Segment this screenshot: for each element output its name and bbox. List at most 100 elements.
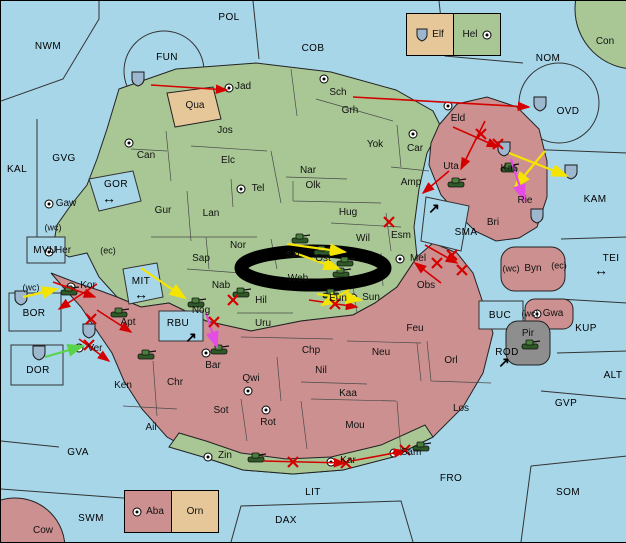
province-pir[interactable]: Pir: [521, 328, 535, 339]
province-zin[interactable]: Zin: [218, 450, 232, 461]
province-kar[interactable]: Kar: [340, 455, 356, 466]
province-neu[interactable]: Neu: [371, 347, 391, 358]
province-eun[interactable]: Eun: [329, 293, 347, 304]
province-nog[interactable]: Nog: [191, 305, 211, 316]
sea-zone-kup[interactable]: KUP: [575, 323, 597, 334]
army-tank-icon[interactable]: [110, 307, 130, 318]
province-grh[interactable]: Grh: [341, 105, 359, 116]
sea-zone-dor[interactable]: DOR: [26, 365, 50, 376]
province-rie[interactable]: Rie: [517, 195, 533, 206]
sea-zone-kam[interactable]: KAM: [583, 194, 607, 205]
province-sam[interactable]: Sam: [400, 447, 422, 458]
sea-zone-lit[interactable]: LIT: [305, 487, 321, 498]
sea-zone-bor[interactable]: BOR: [22, 308, 46, 319]
province-ost[interactable]: Ost: [315, 253, 331, 264]
sea-zone-fro[interactable]: FRO: [439, 473, 463, 484]
army-tank-icon[interactable]: [232, 287, 252, 298]
province-lan[interactable]: Lan: [202, 208, 220, 219]
sea-zone-buc[interactable]: BUC: [488, 310, 512, 321]
sea-zone-tei[interactable]: TEI: [602, 253, 620, 264]
province-elc[interactable]: Elc: [221, 155, 235, 166]
sea-zone-gvg[interactable]: GVG: [52, 153, 76, 164]
army-tank-icon[interactable]: [521, 339, 541, 350]
fleet-shield-icon[interactable]: [82, 323, 96, 339]
sea-zone-ovd[interactable]: OVD: [556, 106, 580, 117]
province-yok[interactable]: Yok: [366, 139, 384, 150]
province-mou[interactable]: Mou: [345, 420, 365, 431]
province-kat[interactable]: Kat: [500, 163, 516, 174]
sea-zone-alt[interactable]: ALT: [603, 370, 623, 381]
fleet-shield-icon[interactable]: [131, 71, 145, 87]
fleet-shield-icon[interactable]: [32, 345, 46, 361]
province-mel[interactable]: Mel: [409, 253, 427, 264]
sea-zone-nom[interactable]: NOM: [535, 53, 561, 64]
province-esm[interactable]: Esm: [391, 230, 411, 241]
province-gaw[interactable]: Gaw: [55, 198, 77, 209]
province-amp[interactable]: Amp: [400, 177, 422, 188]
mit-strait-channel[interactable]: [122, 262, 164, 305]
sea-zone-cob[interactable]: COB: [301, 43, 325, 54]
sea-zone-fun[interactable]: FUN: [156, 52, 178, 63]
province-web[interactable]: Web: [287, 273, 309, 284]
province-qua[interactable]: Qua: [185, 100, 205, 111]
province-skr[interactable]: Skr: [285, 250, 301, 261]
sea-zone-swm[interactable]: SWM: [78, 513, 104, 524]
province-bar[interactable]: Bar: [205, 360, 221, 371]
province-sot[interactable]: Sot: [213, 405, 229, 416]
army-tank-icon[interactable]: [137, 349, 157, 360]
sea-zone-som[interactable]: SOM: [556, 487, 580, 498]
rbu-strait-channel[interactable]: [158, 310, 204, 342]
province-rot[interactable]: Rot: [260, 417, 276, 428]
province-eld[interactable]: Eld: [450, 113, 466, 124]
province-uta[interactable]: Uta: [443, 161, 459, 172]
sma-strait-channel[interactable]: [420, 196, 470, 252]
province-bri[interactable]: Bri: [486, 217, 500, 228]
province-ver[interactable]: Ver: [87, 343, 103, 354]
province-chp[interactable]: Chp: [301, 345, 321, 356]
province-orl[interactable]: Orl: [444, 355, 458, 366]
province-kaa[interactable]: Kaa: [339, 388, 357, 399]
legend-cell-orn[interactable]: Orn: [172, 491, 218, 532]
province-can[interactable]: Can: [136, 150, 156, 161]
sea-zone-kal[interactable]: KAL: [6, 164, 28, 175]
province-olk[interactable]: Olk: [305, 180, 321, 191]
province-jad[interactable]: Jad: [234, 81, 252, 92]
province-kor[interactable]: Kor: [80, 280, 96, 291]
fleet-shield-icon[interactable]: [533, 96, 547, 112]
province-uru[interactable]: Uru: [254, 318, 272, 329]
province-gur[interactable]: Gur: [154, 205, 172, 216]
cow-corner-province[interactable]: [1, 497, 66, 542]
legend-cell-elf[interactable]: Elf: [407, 14, 454, 55]
province-hil[interactable]: Hil: [255, 295, 267, 306]
sea-zone-gva[interactable]: GVA: [67, 447, 89, 458]
sea-zone-gvp[interactable]: GVP: [554, 398, 578, 409]
province-sap[interactable]: Sap: [192, 253, 210, 264]
sea-zone-mit[interactable]: MIT: [131, 276, 151, 287]
sea-zone-rod[interactable]: ROD: [495, 347, 519, 358]
province-obs[interactable]: Obs: [416, 280, 436, 291]
province-sun[interactable]: Sun: [362, 292, 380, 303]
sea-zone-rbu[interactable]: RBU: [166, 318, 190, 329]
province-nil[interactable]: Nil: [315, 365, 327, 376]
qua-tan-province[interactable]: [166, 86, 222, 128]
province-los[interactable]: Los: [452, 403, 470, 414]
province-nar[interactable]: Nar: [299, 165, 317, 176]
province-byn[interactable]: Byn: [524, 263, 542, 274]
sea-zone-nwm[interactable]: NWM: [34, 41, 62, 52]
fleet-shield-icon[interactable]: [14, 290, 28, 306]
province-tel[interactable]: Tel: [251, 183, 265, 194]
province-sch[interactable]: Sch: [329, 87, 347, 98]
province-jos[interactable]: Jos: [217, 125, 233, 136]
province-nab[interactable]: Nab: [211, 280, 231, 291]
sea-zone-pol[interactable]: POL: [218, 12, 240, 23]
province-her[interactable]: Her: [54, 245, 72, 256]
legend-cell-aba[interactable]: Aba: [125, 491, 172, 532]
army-tank-icon[interactable]: [412, 441, 432, 452]
province-con[interactable]: Con: [595, 36, 615, 47]
gor-strait-channel[interactable]: [88, 170, 142, 212]
province-apt[interactable]: Apt: [120, 317, 136, 328]
byn-islet[interactable]: [500, 246, 566, 292]
province-nor[interactable]: Nor: [229, 240, 247, 251]
province-hug[interactable]: Hug: [338, 207, 358, 218]
province-car[interactable]: Car: [406, 143, 424, 154]
